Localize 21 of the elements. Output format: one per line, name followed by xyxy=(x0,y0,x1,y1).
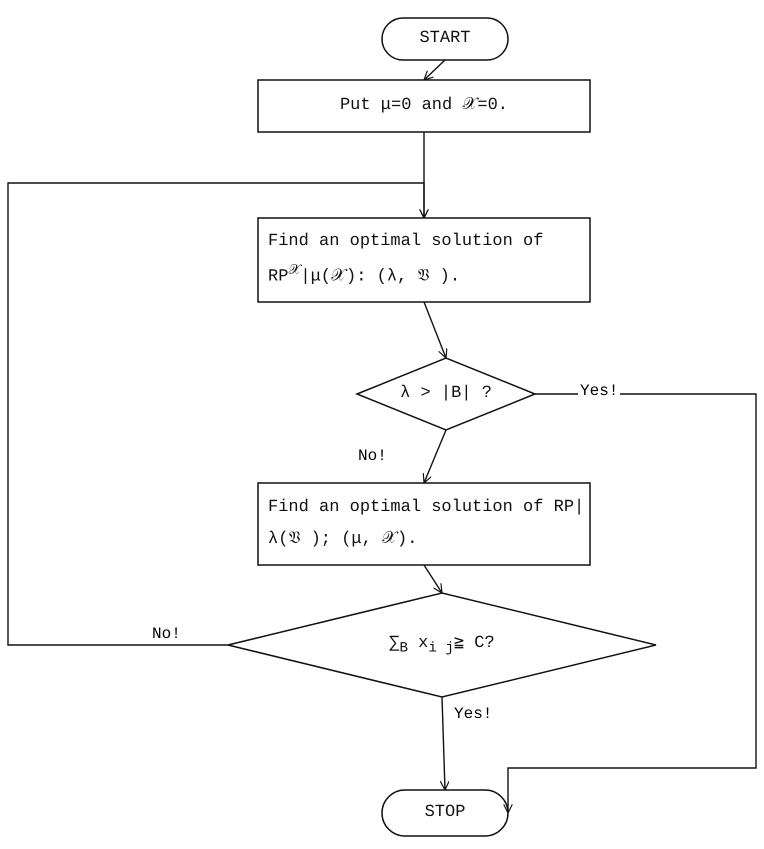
node-text: Put μ=0 and 𝒳=0. xyxy=(340,94,508,117)
node-text: START xyxy=(419,28,470,50)
arrow xyxy=(423,564,443,594)
arrow xyxy=(7,182,430,646)
terminal-shape xyxy=(381,17,509,61)
arrow xyxy=(502,393,757,814)
process-box xyxy=(257,482,591,566)
decision-diamond xyxy=(227,592,657,698)
node-text: Find an optimal solution of RP$^{𝒳}$|μ(𝒳): (λ, 𝔙 ). xyxy=(267,230,544,289)
arrow xyxy=(423,60,446,81)
node-text: Find an optimal solution of RP|λ(𝔙 ); (μ, 𝒳). xyxy=(267,496,586,551)
process-box xyxy=(257,217,591,303)
node-text: ∑$_{B}$ x$_{i j}$≧ C? xyxy=(389,632,495,658)
arrow xyxy=(422,430,447,484)
arrow xyxy=(423,302,448,359)
process-box xyxy=(257,79,591,133)
node-text: λ > |B| ? xyxy=(400,382,492,405)
node-text: STOP xyxy=(424,802,466,824)
terminal-shape xyxy=(381,789,509,837)
decision-diamond xyxy=(355,357,537,431)
arrow xyxy=(440,696,450,791)
